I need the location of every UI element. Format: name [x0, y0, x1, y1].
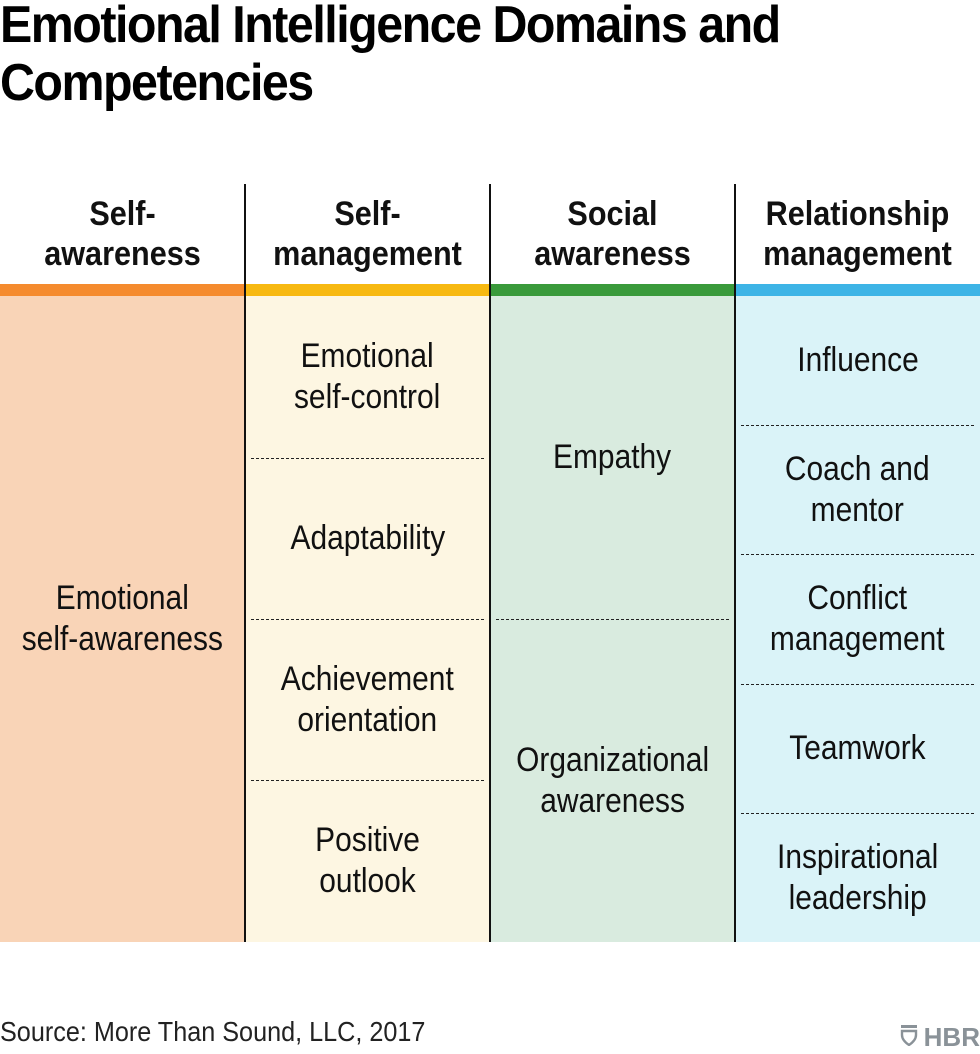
- competency-label: Influence: [796, 341, 919, 379]
- column-divider: [734, 184, 736, 942]
- competency-label: Emotional self-awareness: [21, 579, 224, 658]
- accent-bar-self-awareness: [0, 284, 245, 296]
- header-self-awareness: Self-awareness: [12, 184, 233, 284]
- competency-cell: Adaptability: [245, 458, 490, 619]
- competency-label: Teamwork: [789, 729, 926, 767]
- header-line: awareness: [534, 235, 691, 273]
- dashed-divider: [741, 813, 974, 814]
- header-line: Self-: [334, 195, 401, 233]
- dashed-divider: [496, 619, 729, 620]
- dashed-divider: [741, 425, 974, 426]
- competency-label: Conflict management: [770, 579, 945, 658]
- header-line: management: [273, 235, 462, 273]
- competency-cell: Teamwork: [735, 684, 980, 813]
- dashed-divider: [251, 458, 484, 459]
- competency-cell: Achievement orientation: [245, 619, 490, 780]
- competency-label: Adaptability: [290, 519, 445, 557]
- competency-label: Emotional self-control: [294, 337, 441, 416]
- competency-label: Organizational awareness: [516, 740, 709, 820]
- competency-cell: Conflict management: [735, 554, 980, 684]
- column-divider: [489, 184, 491, 942]
- dashed-divider: [251, 780, 484, 781]
- competency-label: Empathy: [553, 438, 672, 476]
- source-note: Source: More Than Sound, LLC, 2017: [0, 1016, 426, 1047]
- competency-label: Positive outlook: [315, 821, 420, 900]
- page-title: Emotional Intelligence Domains and Compe…: [0, 0, 781, 112]
- header-line: Self-: [89, 195, 156, 233]
- header-line: Social: [567, 195, 658, 233]
- competency-cell: Coach and mentor: [735, 425, 980, 554]
- header-line: awareness: [44, 235, 201, 273]
- competency-label: Achievement orientation: [281, 659, 454, 739]
- header-self-management: Self-management: [257, 184, 478, 284]
- competency-cell: Inspirational leadership: [735, 813, 980, 942]
- competency-cell: Influence: [735, 296, 980, 425]
- shield-icon: [900, 1022, 918, 1053]
- header-line: Relationship: [765, 195, 950, 233]
- column-divider: [244, 184, 246, 942]
- competency-cell: Emotional self-awareness: [0, 296, 245, 942]
- accent-bar-self-management: [245, 284, 490, 296]
- competency-cell: Positive outlook: [245, 780, 490, 942]
- logo-text: HBR: [923, 1022, 980, 1052]
- competency-cell: Empathy: [490, 296, 735, 619]
- competency-cell: Organizational awareness: [490, 619, 735, 942]
- competency-label: Inspirational leadership: [776, 837, 939, 917]
- column-social-awareness: Empathy Organizational awareness: [490, 296, 735, 942]
- hbr-logo: HBR: [900, 1022, 980, 1053]
- competency-cell: Emotional self-control: [245, 296, 490, 458]
- dashed-divider: [741, 684, 974, 685]
- column-self-management: Emotional self-control Adaptability Achi…: [245, 296, 490, 942]
- dashed-divider: [741, 554, 974, 555]
- header-line: management: [763, 235, 952, 273]
- dashed-divider: [251, 619, 484, 620]
- accent-bar-social-awareness: [490, 284, 735, 296]
- column-self-awareness: Emotional self-awareness: [0, 296, 245, 942]
- column-relationship-management: Influence Coach and mentor Conflict mana…: [735, 296, 980, 942]
- accent-bar-relationship-management: [735, 284, 980, 296]
- competency-label: Coach and mentor: [785, 449, 930, 529]
